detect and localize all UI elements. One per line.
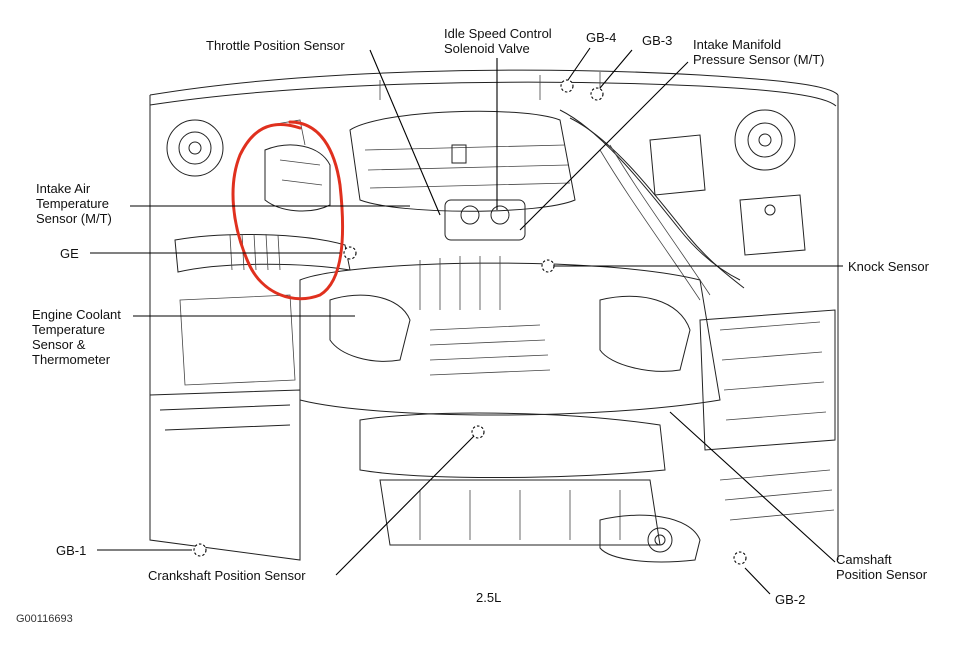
label-camshaft-line2: Position Sensor: [836, 567, 928, 582]
engine-drawing: [149, 69, 839, 563]
label-gb2: GB-2: [775, 592, 806, 607]
label-knock-sensor: Knock Sensor: [848, 259, 929, 274]
label-camshaft-position-sensor: Camshaft Position Sensor: [836, 552, 927, 582]
label-gb3: GB-3: [642, 33, 673, 48]
label-engine-coolant-line3: Sensor &: [32, 337, 86, 352]
label-engine-coolant-line1: Engine Coolant: [32, 307, 121, 322]
highlight-circle: [231, 120, 345, 301]
label-intake-air-line1: Intake Air: [36, 181, 91, 196]
label-engine-coolant-line4: Thermometer: [32, 352, 111, 367]
label-intake-manifold-line1: Intake Manifold: [693, 37, 782, 52]
label-throttle-position-sensor: Throttle Position Sensor: [206, 38, 345, 53]
leader-lines: [90, 47, 843, 595]
label-intake-manifold-pressure: Intake Manifold Pressure Sensor (M/T): [693, 37, 824, 67]
label-crankshaft-position-sensor: Crankshaft Position Sensor: [148, 568, 306, 583]
label-idle-speed-control-line2: Solenoid Valve: [444, 41, 530, 56]
label-intake-air-line2: Temperature: [36, 196, 109, 211]
label-idle-speed-control: Idle Speed Control Solenoid Valve: [444, 26, 552, 56]
label-intake-air-temperature: Intake Air Temperature Sensor (M/T): [36, 181, 112, 226]
label-gb4: GB-4: [586, 30, 617, 45]
label-intake-air-line3: Sensor (M/T): [36, 211, 112, 226]
label-idle-speed-control-line1: Idle Speed Control: [444, 26, 552, 41]
location-markers: [193, 79, 747, 565]
label-engine-coolant: Engine Coolant Temperature Sensor & Ther…: [32, 307, 121, 367]
label-engine-coolant-line2: Temperature: [32, 322, 105, 337]
label-camshaft-line1: Camshaft: [836, 552, 892, 567]
label-intake-manifold-line2: Pressure Sensor (M/T): [693, 52, 825, 67]
figure-code: G00116693: [16, 613, 73, 625]
label-gb1: GB-1: [56, 543, 87, 558]
label-engine-size: 2.5L: [476, 590, 502, 605]
label-ge: GE: [60, 246, 79, 261]
